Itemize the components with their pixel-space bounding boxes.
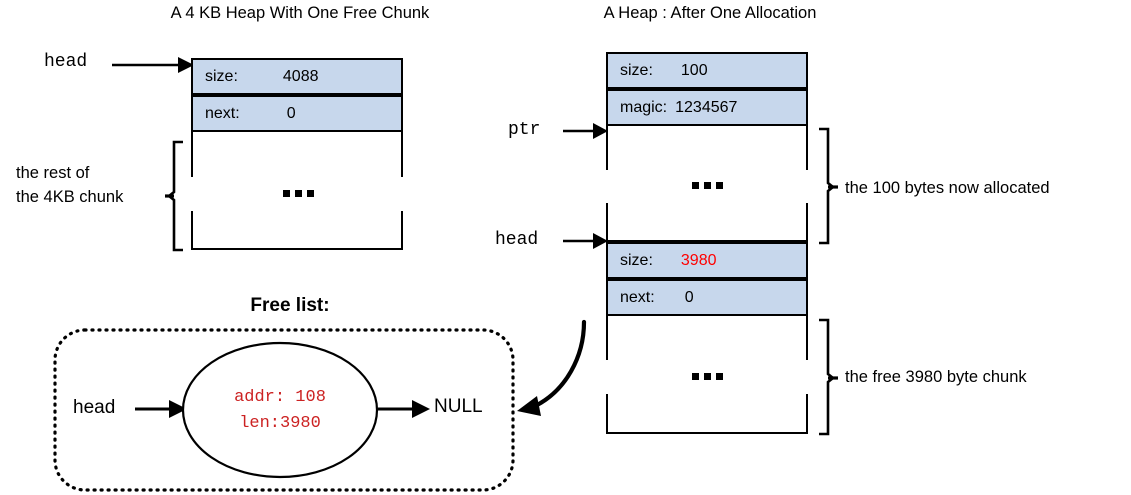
free-list-node-ellipse: [181, 341, 379, 479]
left-next-value: 0: [286, 104, 296, 122]
right-ptr-pointer-label: ptr: [508, 120, 541, 140]
right-free-ellipsis: [692, 373, 723, 380]
right-head-arrow-icon: [563, 233, 608, 249]
right-magic-key: magic:: [620, 98, 668, 116]
left-header-row-next: next: 0: [191, 95, 403, 132]
free-list-container-outline: [53, 328, 515, 492]
right-free-next-key: next:: [620, 288, 655, 306]
right-free-size-value: 3980: [680, 251, 717, 269]
free-list-head-label: head: [73, 397, 116, 418]
right-size-key: size:: [620, 61, 653, 79]
free-chunk-note: the free 3980 byte chunk: [845, 368, 1027, 386]
right-free-next-value: 0: [684, 288, 694, 306]
free-list-head-arrow-icon: [135, 400, 187, 418]
heap-to-freelist-curved-arrow-icon: [517, 319, 587, 416]
left-header-row-size: size: 4088: [191, 58, 403, 95]
left-head-pointer-label: head: [44, 52, 88, 72]
allocated-bytes-note: the 100 bytes now allocated: [845, 179, 1050, 197]
free-list-node-len: len:3980: [239, 413, 321, 433]
free-list-node-addr: addr: 108: [234, 388, 326, 407]
right-ptr-arrow-icon: [563, 123, 608, 139]
free-list-null-arrow-icon: [378, 400, 430, 418]
right-header-row-size: size: 100: [606, 52, 808, 89]
right-free-header-row-size: size: 3980: [606, 242, 808, 279]
right-diagram-title: A Heap : After One Allocation: [603, 4, 817, 22]
left-diagram-title: A 4 KB Heap With One Free Chunk: [170, 4, 430, 22]
free-list-null-label: NULL: [434, 396, 483, 417]
right-head-pointer-label: head: [495, 230, 539, 250]
free-list-node-text: addr: 108 len:3980: [200, 385, 360, 436]
right-allocated-ellipsis: [692, 182, 723, 189]
right-free-size-key: size:: [620, 251, 653, 269]
left-body-ellipsis: [283, 190, 314, 197]
allocated-bytes-bracket-icon: [819, 127, 838, 245]
free-list-title: Free list:: [250, 295, 330, 316]
right-magic-value: 1234567: [675, 98, 738, 116]
free-chunk-bracket-icon: [819, 318, 838, 436]
right-size-value: 100: [680, 61, 708, 79]
left-chunk-bracket-icon: [165, 140, 183, 252]
left-size-value: 4088: [282, 67, 319, 85]
left-chunk-note-line2: the 4KB chunk: [16, 187, 124, 206]
right-free-header-row-next: next: 0: [606, 279, 808, 316]
right-header-row-magic: magic: 1234567: [606, 89, 808, 126]
left-next-key: next:: [205, 104, 240, 122]
left-chunk-note: the rest of the 4KB chunk: [16, 162, 123, 210]
left-size-key: size:: [205, 67, 238, 85]
left-head-arrow-icon: [112, 57, 194, 73]
left-chunk-note-line1: the rest of: [16, 164, 90, 182]
